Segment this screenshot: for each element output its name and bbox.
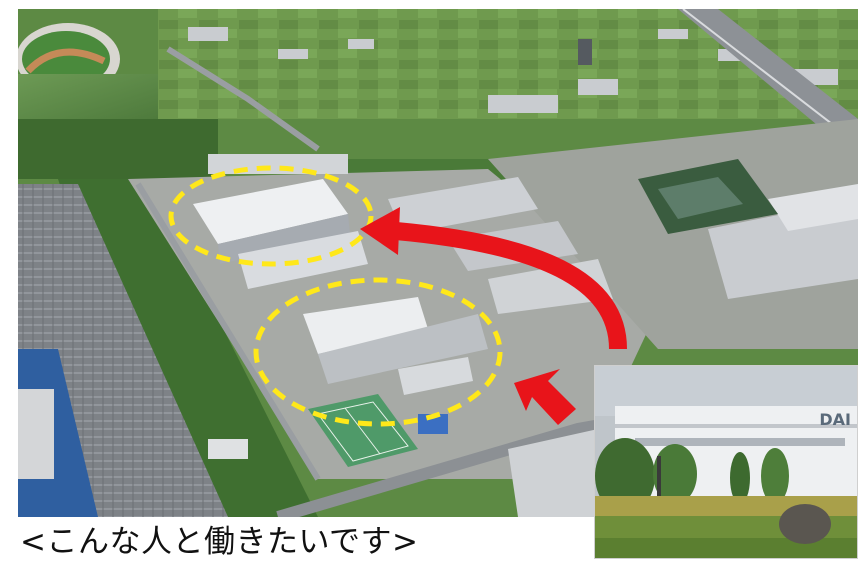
- caption: <こんな人と働きたいです>: [20, 524, 419, 560]
- inset-photo: DAI: [594, 365, 858, 559]
- curved-red-arrow-icon: [360, 207, 627, 350]
- inset-sign: DAI: [819, 410, 851, 429]
- highlight-ring-lower: [253, 277, 503, 427]
- aerial-photo: [18, 9, 858, 517]
- red-pointer-arrow-icon: [514, 369, 576, 425]
- highlight-ring-upper: [168, 165, 374, 267]
